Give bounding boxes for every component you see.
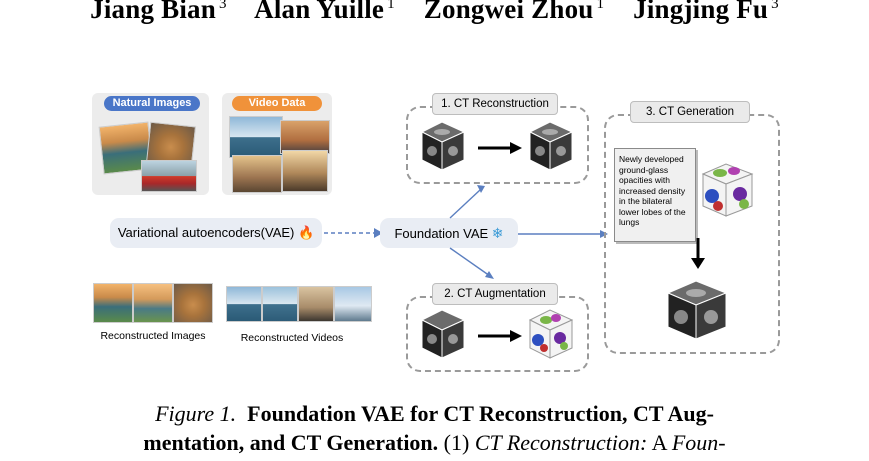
ct-generation-label: 3. CT Generation — [630, 101, 750, 123]
ct-reconstruction-diagram — [420, 121, 574, 171]
segmentation-volume-icon — [528, 309, 574, 359]
generation-segmentation-volume — [701, 163, 754, 217]
generation-prompt-text: Newly developed ground-glass opacities w… — [619, 154, 686, 227]
video-frame-thumb — [280, 120, 330, 154]
foundation-vae-label: Foundation VAE — [394, 226, 489, 241]
video-data-pill: Video Data — [232, 96, 322, 111]
generation-prompt-note: Newly developed ground-glass opacities w… — [614, 148, 696, 242]
vae-label: Variational autoencoders(VAE) — [117, 225, 295, 240]
figure-label: Figure 1. — [155, 401, 237, 426]
reconstructed-image-thumb — [173, 283, 213, 323]
vae-transfer-arrow — [324, 228, 383, 238]
reconstructed-image-thumb — [133, 283, 173, 323]
author-affiliation: 3 — [771, 0, 779, 12]
author-affiliation: 1 — [387, 0, 395, 12]
video-frame-thumb — [232, 155, 282, 193]
ct-volume-icon — [420, 309, 466, 359]
author-name: Alan Yuille — [254, 0, 385, 24]
caption-title-part2: mentation, and CT Generation. — [143, 430, 439, 455]
natural-images-pill: Natural Images — [104, 96, 200, 111]
fire-icon: 🔥 — [298, 225, 315, 240]
snowflake-icon: ❄ — [491, 225, 504, 241]
caption-body-text: A — [651, 430, 667, 455]
foundation-arrows — [449, 185, 608, 279]
ct-volume-icon — [528, 121, 574, 171]
author-affiliation: 3 — [218, 0, 227, 12]
reconstructed-video-frame — [226, 286, 262, 322]
vae-box: Variational autoencoders(VAE) 🔥 — [110, 218, 322, 248]
foundation-vae-box: Foundation VAE ❄ — [380, 218, 518, 248]
generation-down-arrow — [691, 238, 705, 269]
ct-augmentation-diagram — [420, 309, 574, 359]
author-name: Jingjing Fu — [633, 0, 769, 24]
video-frame-thumb — [229, 116, 283, 158]
ct-reconstruction-label: 1. CT Reconstruction — [432, 93, 558, 115]
figure-caption-line2: mentation, and CT Generation. (1) CT Rec… — [0, 428, 869, 457]
author-name: Zongwei Zhou — [423, 0, 594, 24]
generated-ct-volume — [666, 280, 728, 340]
caption-body-italic2: Foun- — [671, 430, 726, 455]
caption-title-part1: Foundation VAE for CT Reconstruction, CT… — [247, 401, 714, 426]
author-affiliation: 1 — [596, 0, 605, 12]
author-name: Jiang Bian — [90, 0, 216, 24]
reconstructed-video-frame — [298, 286, 334, 322]
caption-body-italic: CT Reconstruction: — [474, 430, 648, 455]
reconstructed-images-label: Reconstructed Images — [100, 330, 206, 342]
reconstructed-videos-strip — [226, 276, 372, 324]
natural-image-thumb — [141, 160, 197, 192]
ct-augmentation-label: 2. CT Augmentation — [432, 283, 558, 305]
reconstructed-images-strip — [93, 283, 213, 323]
ct-volume-icon — [420, 121, 466, 171]
caption-body-num: (1) — [443, 430, 470, 455]
video-frame-thumb — [282, 150, 328, 192]
reconstructed-videos-label: Reconstructed Videos — [240, 332, 344, 344]
figure-panel: Natural Images Video Data Variational au… — [92, 93, 780, 372]
reconstructed-image-thumb — [93, 283, 133, 323]
reconstructed-video-frame — [334, 286, 372, 322]
reconstructed-video-frame — [262, 286, 298, 322]
figure-caption-line1: Figure 1. Foundation VAE for CT Reconstr… — [0, 399, 869, 428]
